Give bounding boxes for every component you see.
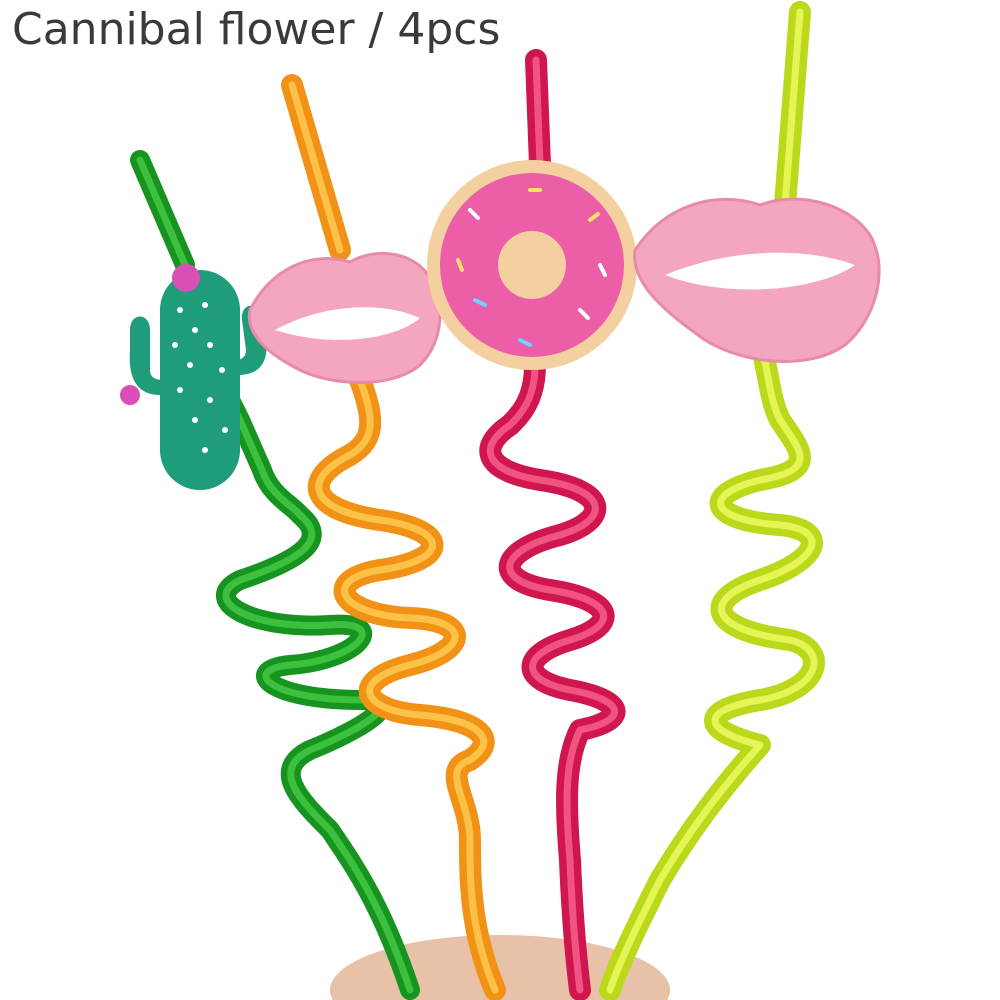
lips-topper-right bbox=[633, 197, 881, 363]
red-straw bbox=[479, 49, 626, 1000]
yellow-straw bbox=[599, 1, 825, 1000]
cactus-topper bbox=[120, 264, 267, 490]
orange-straw bbox=[281, 74, 506, 1000]
product-caption: Cannibal flower / 4pcs bbox=[12, 4, 501, 55]
lips-topper-left bbox=[247, 251, 442, 384]
donut-topper bbox=[427, 160, 637, 370]
green-straw bbox=[130, 150, 420, 1000]
